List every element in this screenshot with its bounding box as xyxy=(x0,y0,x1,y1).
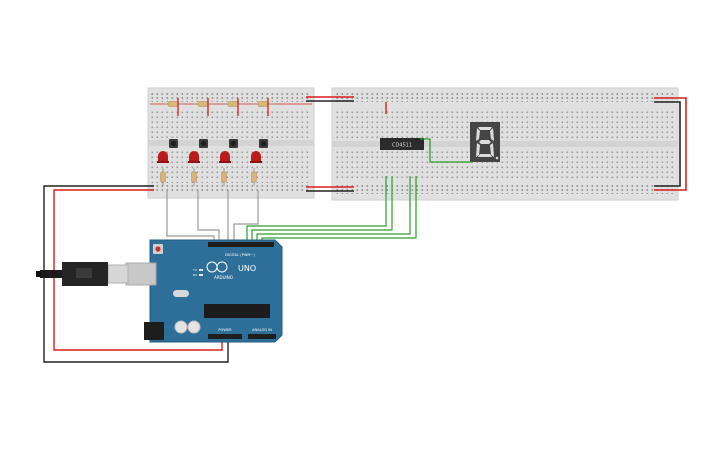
resistor-bottom-3[interactable] xyxy=(221,168,227,186)
wire-green-1[interactable] xyxy=(246,176,387,244)
resistor-top-2[interactable] xyxy=(193,98,214,116)
push-button-2[interactable] xyxy=(199,139,208,148)
crystal xyxy=(173,290,189,297)
wire-green-chip-display[interactable] xyxy=(420,138,472,163)
arduino-board xyxy=(149,239,283,343)
resistors-bottom[interactable] xyxy=(160,168,257,186)
push-button-1[interactable] xyxy=(169,139,178,148)
wire-red-right-loop[interactable] xyxy=(654,97,687,191)
microcontroller xyxy=(204,304,270,318)
wire-black-gnd[interactable] xyxy=(43,185,229,363)
wire-gray-2[interactable] xyxy=(197,190,220,244)
rail-top-small xyxy=(150,92,310,102)
center-channel-large xyxy=(332,141,678,147)
arduino-uno[interactable]: DIGITAL (PWM~) ARDUINO UNO TX RX POWER A… xyxy=(125,239,283,343)
usb-plug-metal xyxy=(107,264,129,284)
decoder-chip[interactable]: CD4511 xyxy=(380,138,424,150)
display-segments xyxy=(476,127,499,160)
power-header xyxy=(208,334,242,339)
leds[interactable] xyxy=(157,151,262,163)
resistor-bottom-4[interactable] xyxy=(251,168,257,186)
push-button-4[interactable] xyxy=(259,139,268,148)
terminal-area-top-large xyxy=(336,108,674,140)
wire-black-right-loop[interactable] xyxy=(654,101,681,187)
resistor-top-3[interactable] xyxy=(223,98,244,116)
terminal-area-bottom-large xyxy=(336,148,674,180)
digital-header xyxy=(208,242,274,247)
brand-label: ARDUINO xyxy=(214,275,233,280)
push-buttons[interactable] xyxy=(169,139,268,148)
resistor-bottom-1[interactable] xyxy=(160,168,166,186)
wire-green-3[interactable] xyxy=(256,176,411,244)
wires[interactable] xyxy=(43,138,472,363)
usb-cable[interactable] xyxy=(36,262,129,286)
usb-port xyxy=(125,262,157,286)
wire-green-2[interactable] xyxy=(251,176,393,244)
capacitor-1 xyxy=(174,320,188,334)
resistors-top[interactable] xyxy=(163,98,274,116)
push-button-3[interactable] xyxy=(229,139,238,148)
led-3[interactable] xyxy=(219,151,231,163)
digital-header-label: DIGITAL (PWM~) xyxy=(225,253,255,257)
wire-red-5v[interactable] xyxy=(53,189,223,351)
chip-body xyxy=(380,138,424,150)
chip-label: CD4511 xyxy=(392,143,412,149)
resistor-top-4[interactable] xyxy=(253,98,274,116)
led-label-rx: RX xyxy=(193,273,197,277)
reset-button-cap xyxy=(155,246,161,252)
led-1[interactable] xyxy=(157,151,169,163)
capacitor-2 xyxy=(187,320,201,334)
led-2[interactable] xyxy=(188,151,200,163)
led-label-tx: TX xyxy=(192,268,197,272)
seven-segment-display[interactable]: 8 xyxy=(470,122,500,162)
terminal-area-top-small xyxy=(150,108,310,138)
rail-top-large xyxy=(336,92,674,102)
rail-bottom-small xyxy=(150,182,310,192)
power-header-label: POWER xyxy=(218,328,232,332)
resistor-bottom-2[interactable] xyxy=(191,168,197,186)
model-label: UNO xyxy=(238,264,256,273)
wire-gray-4[interactable] xyxy=(233,190,259,244)
resistor-top-1[interactable] xyxy=(163,98,184,116)
analog-header xyxy=(248,334,276,339)
power-jack xyxy=(144,322,164,340)
rail-bottom-large xyxy=(336,184,674,194)
usb-cable-end xyxy=(40,270,62,278)
analog-header-label: ANALOG IN xyxy=(252,328,272,332)
rail-jumpers[interactable] xyxy=(306,96,687,192)
led-4[interactable] xyxy=(250,151,262,163)
